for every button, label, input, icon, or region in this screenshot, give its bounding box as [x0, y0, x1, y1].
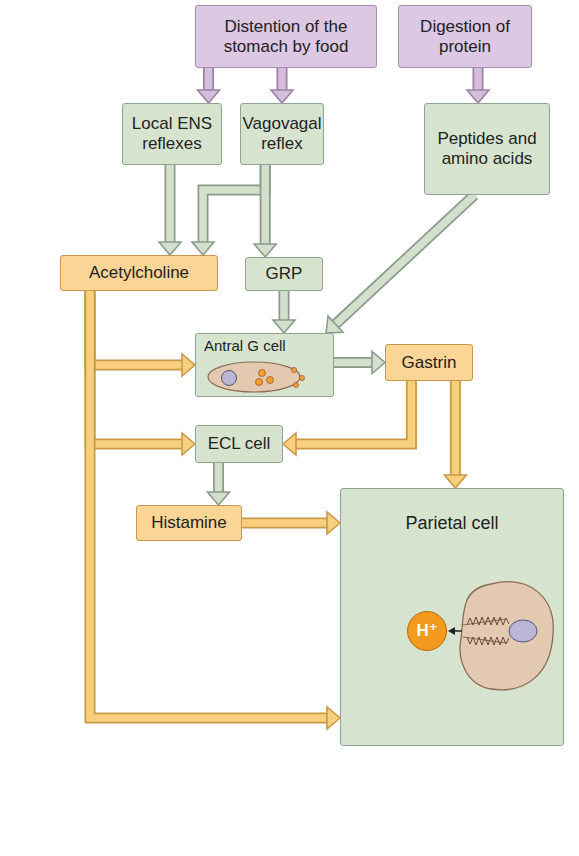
node-label: Histamine	[151, 513, 227, 533]
stimulus-box: Digestion of protein	[398, 5, 532, 68]
arrow-body	[261, 165, 269, 244]
node-label: Digestion of protein	[406, 17, 524, 56]
arrow-head	[182, 433, 195, 455]
arrow-head	[254, 244, 276, 257]
messenger-box: Gastrin	[385, 344, 473, 381]
arrow-head	[467, 90, 489, 103]
reflex-box: Local ENS reflexes	[122, 103, 222, 165]
arrow-outline	[277, 68, 288, 90]
signal-arrow	[242, 512, 340, 534]
arrow-outline	[242, 518, 327, 529]
arrow-body	[166, 165, 174, 242]
arrow-head	[372, 352, 385, 374]
arrow-outline	[336, 195, 475, 324]
arrow-head	[444, 475, 466, 488]
signal-arrow	[198, 68, 220, 103]
cell-box: Parietal cellH⁺	[340, 488, 564, 746]
arrow-body	[336, 195, 475, 324]
signal-arrow	[271, 68, 293, 103]
arrow-head	[159, 242, 181, 255]
arrow-body	[334, 359, 372, 367]
arrow-head	[182, 354, 195, 376]
arrow-outline	[260, 165, 271, 244]
arrow-body	[280, 291, 288, 320]
arrow-outline	[203, 68, 214, 90]
arrow-head	[283, 433, 296, 455]
node-label: Peptides and amino acids	[432, 129, 542, 168]
signal-arrow	[192, 165, 265, 255]
signal-arrow	[444, 381, 466, 488]
arrow-outline	[279, 291, 290, 320]
ion-circle: H⁺	[407, 611, 447, 651]
signal-arrow	[273, 291, 295, 333]
arrow-outline	[90, 291, 182, 444]
signal-arrow	[90, 291, 340, 729]
cell-box: Antral G cell	[195, 333, 334, 397]
arrow-body	[203, 165, 265, 242]
arrow-body	[90, 291, 182, 444]
signal-arrow	[326, 195, 474, 333]
arrow-head	[198, 90, 220, 103]
arrow-outline	[90, 291, 182, 365]
node-label: Local ENS reflexes	[130, 114, 214, 153]
arrow-body	[452, 381, 460, 475]
product-box: Peptides and amino acids	[424, 103, 550, 195]
signal-arrow	[334, 352, 385, 374]
arrow-outline	[203, 165, 265, 242]
node-label: H⁺	[416, 621, 437, 641]
messenger-box: GRP	[245, 257, 323, 291]
node-label: Antral G cell	[204, 337, 286, 354]
signal-arrow	[159, 165, 181, 255]
stimulus-box: Distention of the stomach by food	[195, 5, 377, 68]
node-label: Gastrin	[402, 353, 457, 373]
arrow-head	[192, 242, 214, 255]
arrow-body	[205, 68, 213, 90]
arrow-body	[278, 68, 286, 90]
arrow-head	[271, 90, 293, 103]
node-label: GRP	[266, 264, 303, 284]
arrow-outline	[213, 463, 224, 492]
arrow-body	[474, 68, 482, 90]
node-label: ECL cell	[208, 434, 271, 454]
arrow-head	[326, 316, 343, 333]
arrow-outline	[334, 357, 372, 368]
signal-arrow	[254, 165, 276, 257]
node-label: Distention of the stomach by food	[203, 17, 369, 56]
signal-arrow	[467, 68, 489, 103]
arrow-body	[242, 519, 327, 527]
arrow-outline	[473, 68, 484, 90]
arrow-body	[215, 463, 223, 492]
arrow-head	[327, 512, 340, 534]
node-label: Parietal cell	[405, 513, 498, 534]
arrow-head	[327, 707, 340, 729]
arrow-head	[273, 320, 295, 333]
signal-arrow	[90, 291, 195, 376]
node-label: Vagovagal reflex	[242, 114, 321, 153]
arrow-outline	[165, 165, 176, 242]
reflex-box: Vagovagal reflex	[240, 103, 324, 165]
messenger-box: Acetylcholine	[60, 255, 218, 291]
node-label: Acetylcholine	[89, 263, 189, 283]
arrow-outline	[450, 381, 461, 475]
arrow-body	[90, 291, 182, 365]
messenger-box: Histamine	[136, 505, 242, 541]
arrow-head	[208, 492, 230, 505]
signal-arrow	[90, 291, 195, 455]
signal-arrow	[208, 463, 230, 505]
cell-box: ECL cell	[195, 425, 283, 463]
